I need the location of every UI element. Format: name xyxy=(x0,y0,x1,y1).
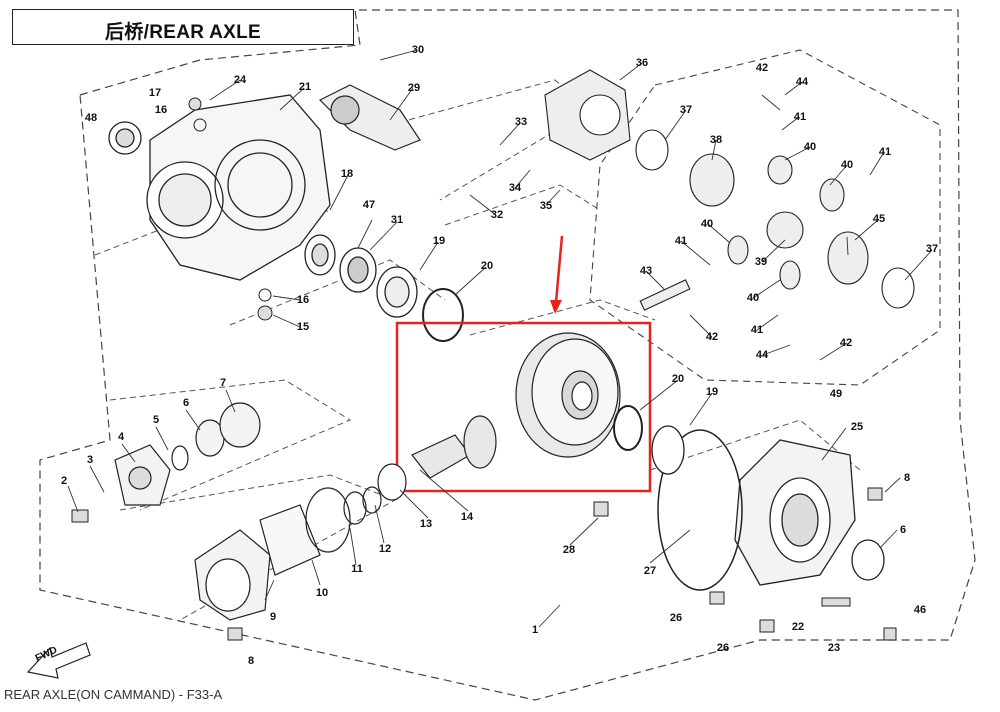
ring-gear xyxy=(515,332,621,458)
callout-35: 35 xyxy=(539,200,553,212)
callout-32: 32 xyxy=(490,209,504,221)
callout-41-d: 41 xyxy=(750,324,764,336)
highlight-arrow xyxy=(554,235,564,303)
callout-7: 7 xyxy=(219,377,227,389)
callout-20-upper: 20 xyxy=(480,260,494,272)
callout-34: 34 xyxy=(508,182,522,194)
callout-29: 29 xyxy=(407,82,421,94)
callout-6: 6 xyxy=(182,397,190,409)
diagram-title-box: 后桥/REAR AXLE xyxy=(12,9,354,45)
callout-19-upper: 19 xyxy=(432,235,446,247)
callout-23: 23 xyxy=(827,642,841,654)
callout-8-bottom: 8 xyxy=(247,655,255,667)
fwd-arrow xyxy=(26,642,91,679)
callout-17: 17 xyxy=(148,87,162,99)
callout-42-a: 42 xyxy=(755,62,769,74)
callout-14: 14 xyxy=(460,511,474,523)
callout-49: 49 xyxy=(829,388,843,400)
callout-44-a: 44 xyxy=(795,76,809,88)
callout-40-c: 40 xyxy=(700,218,714,230)
callout-30: 30 xyxy=(411,44,425,56)
highlight-box xyxy=(395,321,652,493)
callout-43: 43 xyxy=(639,265,653,277)
callout-41-b: 41 xyxy=(878,146,892,158)
callout-42-b: 42 xyxy=(705,331,719,343)
callout-47: 47 xyxy=(362,199,376,211)
callout-41-c: 41 xyxy=(674,235,688,247)
callout-48: 48 xyxy=(84,112,98,124)
output-flange-parts xyxy=(114,402,407,621)
gear-housing xyxy=(108,94,331,281)
leader-lines xyxy=(67,49,933,628)
callout-1: 1 xyxy=(531,624,539,636)
highlight-arrow-head xyxy=(550,300,562,314)
callout-4: 4 xyxy=(117,431,125,443)
callout-16-upper: 16 xyxy=(154,104,168,116)
callout-20-lower: 20 xyxy=(671,373,685,385)
callout-41-a: 41 xyxy=(793,111,807,123)
callout-2: 2 xyxy=(60,475,68,487)
callout-25: 25 xyxy=(850,421,864,433)
callout-12: 12 xyxy=(378,543,392,555)
callout-18: 18 xyxy=(340,168,354,180)
callout-26-upper: 26 xyxy=(669,612,683,624)
callout-38: 38 xyxy=(709,134,723,146)
callout-39: 39 xyxy=(754,256,768,268)
callout-31: 31 xyxy=(390,214,404,226)
callout-42-c: 42 xyxy=(839,337,853,349)
callout-11: 11 xyxy=(351,563,363,575)
diagram-caption: REAR AXLE(ON CAMMAND) - F33-A xyxy=(4,687,223,702)
shift-actuator xyxy=(318,84,421,151)
assembly-outline xyxy=(39,9,976,701)
callout-15: 15 xyxy=(296,321,310,333)
callout-21: 21 xyxy=(298,81,312,93)
pinion-gear xyxy=(411,415,497,479)
callout-27: 27 xyxy=(643,565,657,577)
bearings-upper xyxy=(304,234,464,342)
callout-16-lower: 16 xyxy=(296,294,310,306)
callout-46: 46 xyxy=(913,604,927,616)
callout-36: 36 xyxy=(635,57,649,69)
callout-37-lower: 37 xyxy=(925,243,939,255)
callout-10: 10 xyxy=(315,587,329,599)
callout-40-b: 40 xyxy=(840,159,854,171)
callout-5: 5 xyxy=(152,414,160,426)
differential-group-outline xyxy=(589,49,941,386)
callout-44-b: 44 xyxy=(755,349,769,361)
callout-33: 33 xyxy=(514,116,528,128)
diagram-title: 后桥/REAR AXLE xyxy=(105,22,261,43)
callout-19-lower: 19 xyxy=(705,386,719,398)
callout-9: 9 xyxy=(269,611,277,623)
callout-24: 24 xyxy=(233,74,247,86)
callout-28: 28 xyxy=(562,544,576,556)
callout-37-upper: 37 xyxy=(679,104,693,116)
shim-ring-20b xyxy=(613,405,643,451)
callout-6-right: 6 xyxy=(899,524,907,536)
callout-26-lower: 26 xyxy=(716,642,730,654)
callout-3: 3 xyxy=(86,454,94,466)
callout-8-right: 8 xyxy=(903,472,911,484)
callout-13: 13 xyxy=(419,518,433,530)
side-cover xyxy=(651,425,885,591)
callout-22: 22 xyxy=(791,621,805,633)
differential-parts xyxy=(544,69,915,311)
callout-45: 45 xyxy=(872,213,886,225)
callout-40-d: 40 xyxy=(746,292,760,304)
bolts xyxy=(71,97,897,641)
callout-40-a: 40 xyxy=(803,141,817,153)
